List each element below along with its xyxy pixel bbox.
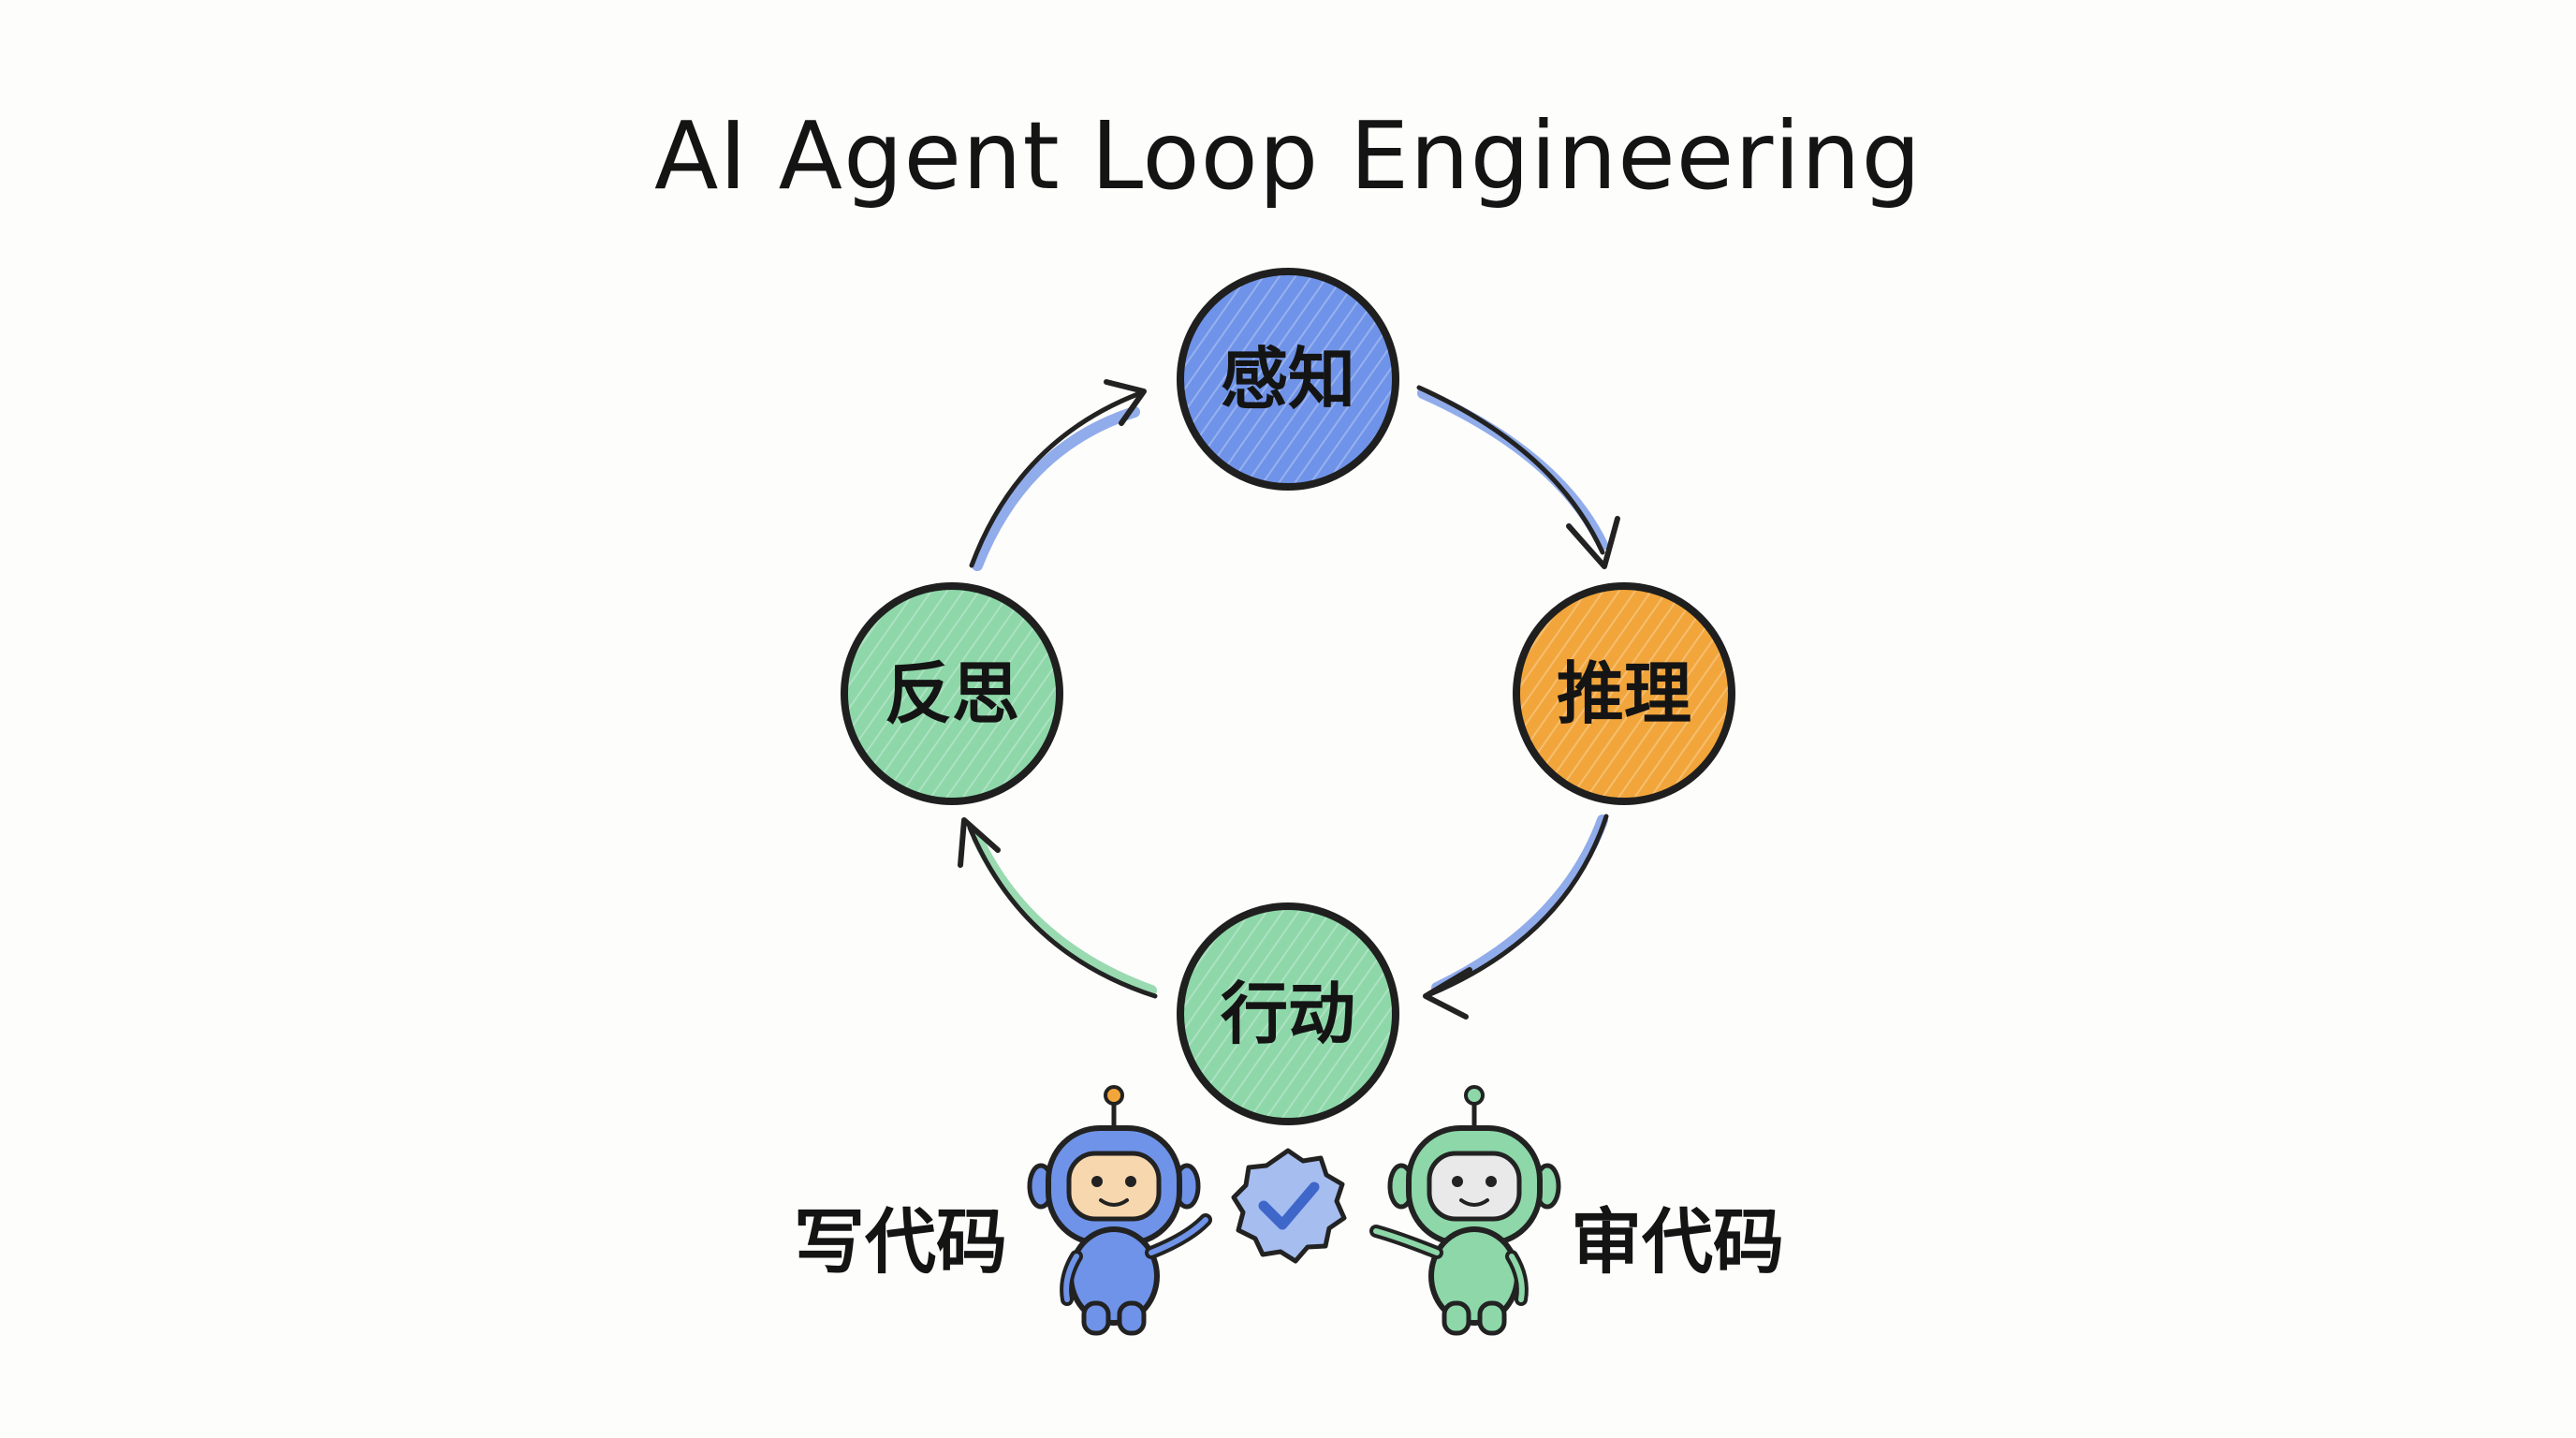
arrow-reflect-to-perceive-head [1104, 379, 1147, 426]
node-reflect-label: 反思 [885, 654, 1019, 733]
arrow-reflect-to-perceive [969, 379, 1147, 571]
node-reason-label: 推理 [1557, 654, 1691, 733]
node-reflect: 反思 [841, 582, 1063, 805]
arrow-reflect-to-perceive-line [972, 406, 1140, 571]
reviewer-robot-icon [1369, 1085, 1561, 1336]
arrow-act-to-reflect [958, 817, 1158, 999]
node-reason: 推理 [1513, 582, 1735, 805]
node-act-label: 行动 [1221, 975, 1355, 1053]
node-act: 行动 [1177, 902, 1399, 1125]
diagram-title: AI Agent Loop Engineering [653, 101, 1923, 211]
reviewer-label: 审代码 [1571, 1200, 1784, 1284]
arrow-perceive-to-reason-line [1417, 388, 1608, 550]
arrow-act-to-reflect-head [958, 817, 1001, 868]
arrow-reason-to-act-head [1423, 967, 1472, 1020]
arrow-reason-to-act-line [1431, 814, 1608, 993]
arrow-perceive-to-reason-head [1566, 516, 1620, 569]
arrow-act-to-reflect-line [972, 832, 1157, 996]
check-badge-icon [1231, 1148, 1347, 1264]
writer-robot-icon [1027, 1085, 1212, 1336]
arrow-perceive-to-reason [1416, 385, 1620, 569]
arrow-reason-to-act [1423, 814, 1609, 1020]
writer-label: 写代码 [794, 1200, 1007, 1284]
node-perceive: 感知 [1177, 268, 1399, 491]
node-perceive-label: 感知 [1221, 340, 1355, 418]
